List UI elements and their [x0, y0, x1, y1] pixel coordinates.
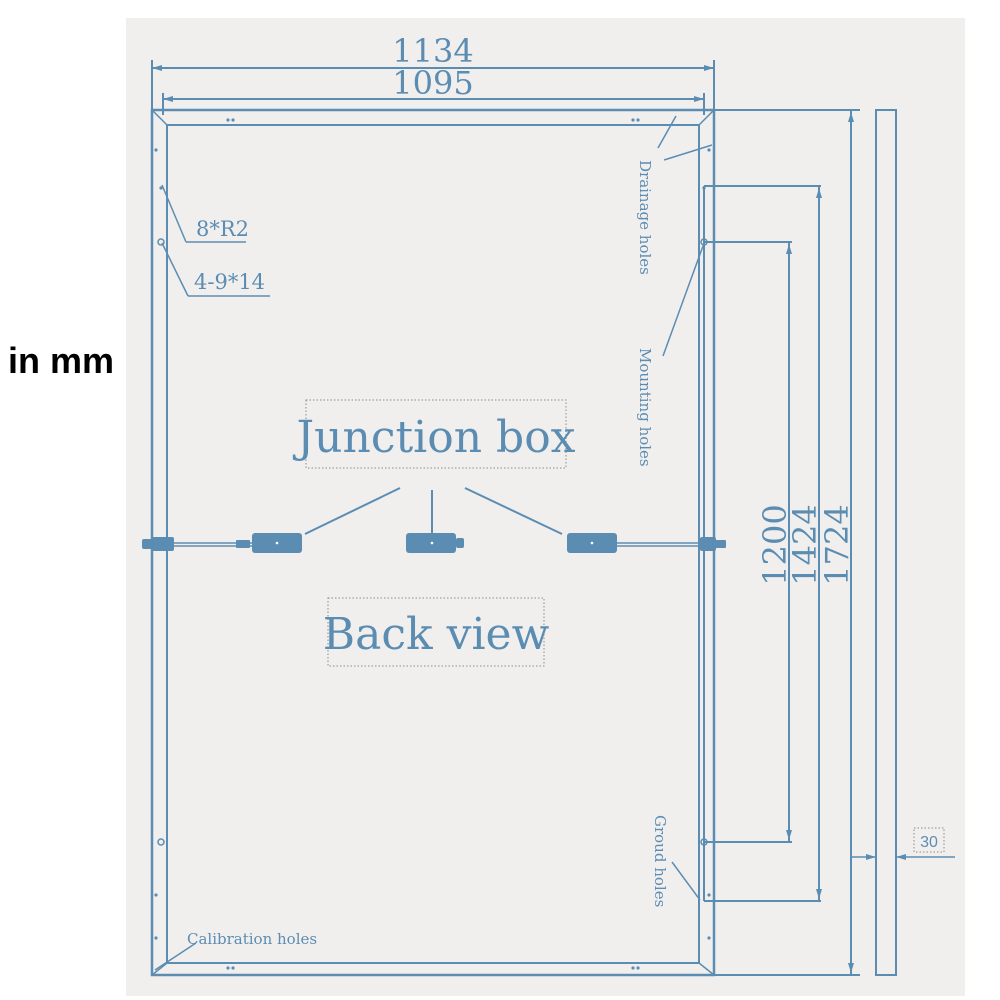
unit-label: in mm	[8, 340, 115, 381]
ground-callout: Groud holes	[651, 815, 701, 907]
side-profile: 30	[850, 109, 955, 976]
width-inner-label: 1095	[392, 64, 473, 102]
width-outer-label: 1134	[392, 32, 473, 70]
frame-depth-label: 30	[920, 834, 938, 851]
junction-box-label: Junction box	[293, 412, 576, 463]
calibration-callout: Calibration holes	[154, 930, 317, 971]
mounting-label: Mounting holes	[636, 348, 654, 467]
height-1424-label: 1424	[786, 504, 824, 585]
drawing-background	[126, 18, 965, 996]
junction-box-callout: Junction box	[293, 399, 576, 535]
radius-callout-label: 8*R2	[196, 217, 249, 241]
back-view-label: Back view	[323, 609, 550, 660]
radius-callout: 8*R2	[161, 184, 249, 243]
ground-label: Groud holes	[651, 815, 669, 907]
mounting-callout: Mounting holes	[636, 245, 704, 467]
width-dimension-inner: 1095	[162, 64, 705, 115]
drainage-callout: Drainage holes	[636, 115, 713, 275]
calibration-label: Calibration holes	[187, 930, 317, 948]
height-1200-label: 1200	[756, 504, 794, 585]
height-1724-label: 1724	[818, 504, 856, 585]
cable-assembly	[142, 533, 726, 553]
holes-callout: 4-9*14	[161, 242, 270, 297]
holes-callout-label: 4-9*14	[194, 270, 265, 294]
drainage-label: Drainage holes	[636, 160, 654, 275]
back-view-callout: Back view	[323, 597, 550, 667]
